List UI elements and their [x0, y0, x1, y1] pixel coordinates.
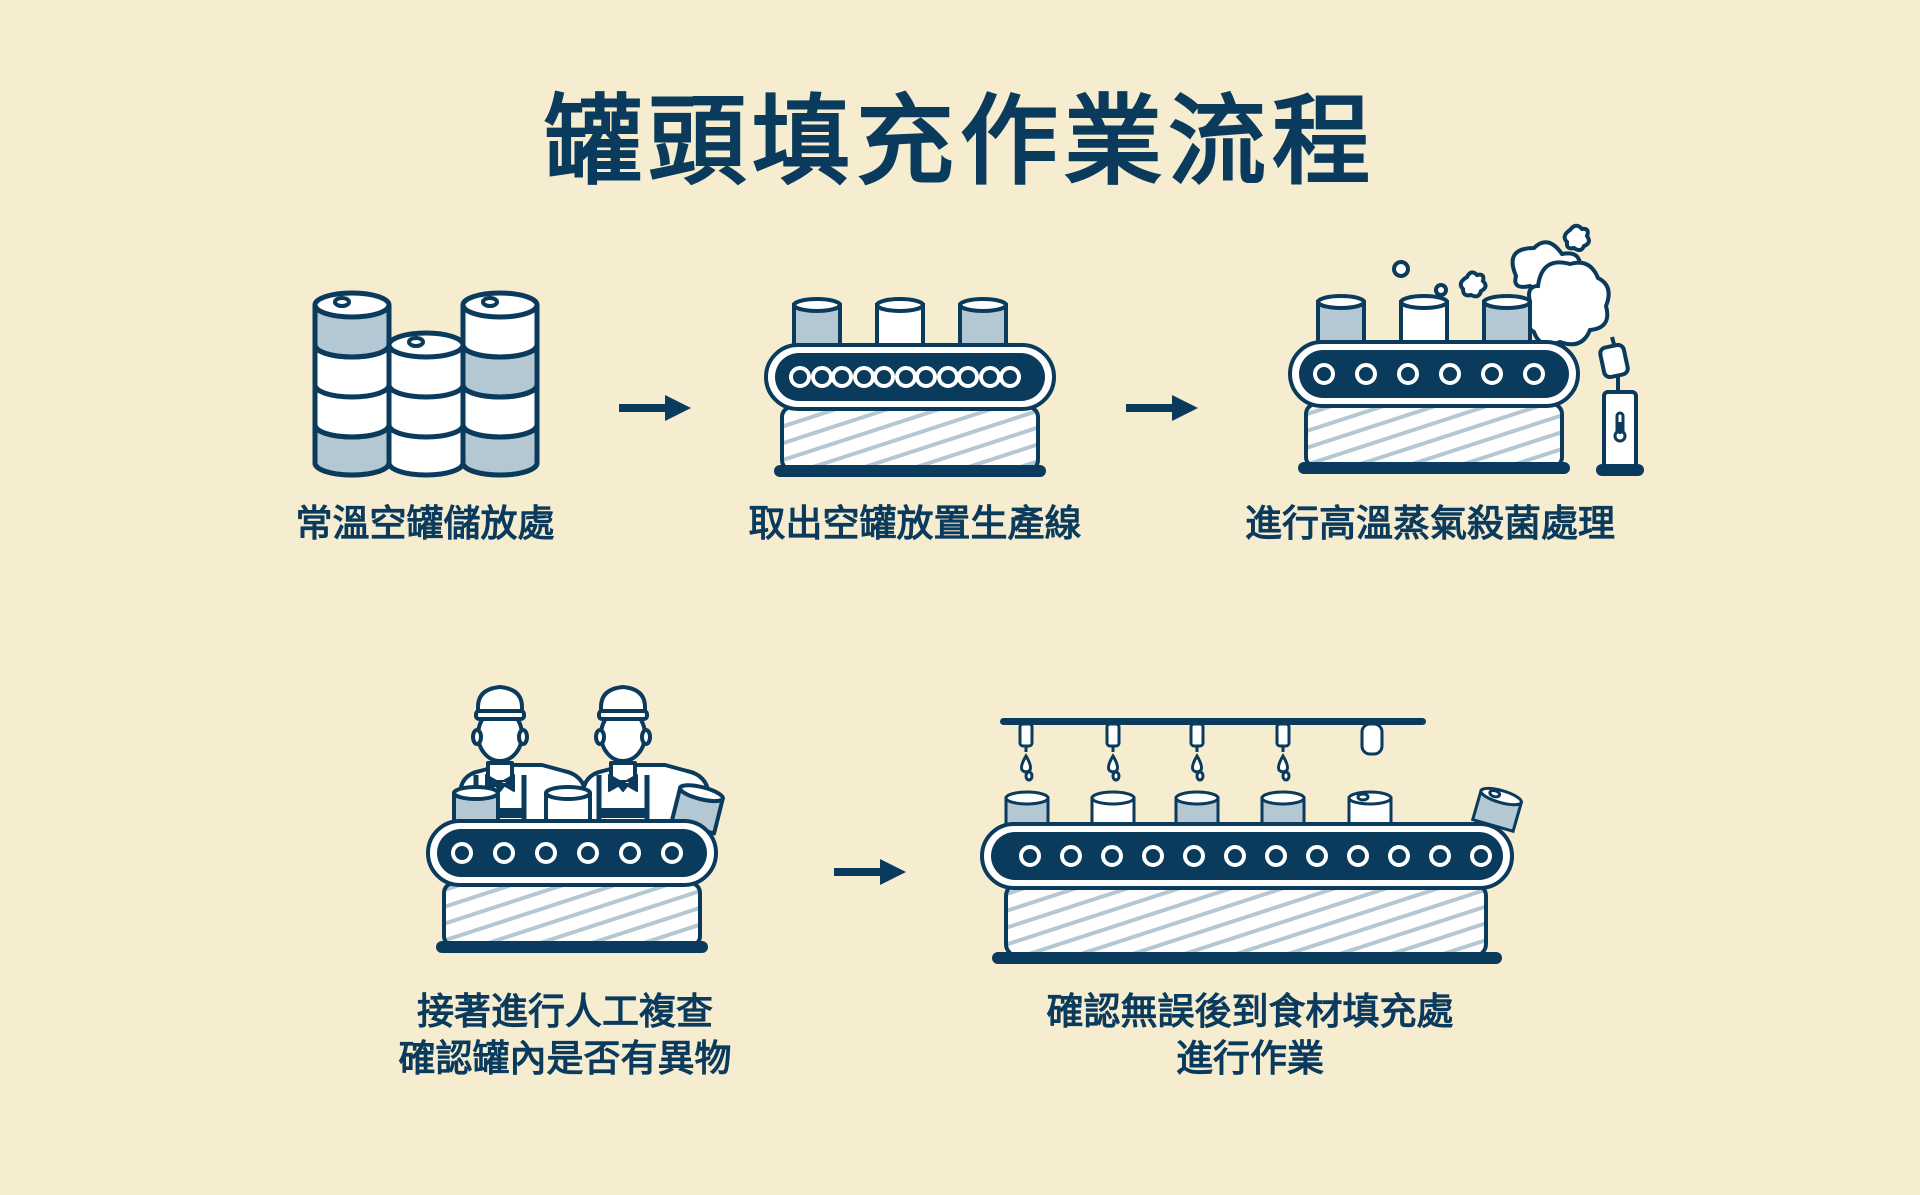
- can: [792, 297, 842, 349]
- can-middle: [386, 330, 466, 478]
- filling-line-icon: [980, 718, 1524, 964]
- can: [958, 297, 1008, 349]
- step-2-label: 取出空罐放置生產線: [748, 502, 1082, 545]
- can: [1316, 294, 1366, 346]
- can: [875, 297, 925, 349]
- steam-puff: [1458, 270, 1488, 299]
- arrow-right-icon: [834, 859, 906, 885]
- steam-puff: [1562, 223, 1591, 253]
- step-1-label: 常溫空罐儲放處: [295, 502, 555, 545]
- steam-bubble: [1434, 283, 1448, 297]
- filling-nozzle: [1018, 722, 1034, 782]
- rollers: [451, 842, 683, 864]
- stacked-cans-icon: [312, 290, 540, 478]
- arrow-right-icon: [1126, 395, 1198, 421]
- step-4-label: 接著進行人工複查 確認罐內是否有異物: [398, 990, 732, 1080]
- filling-nozzle: [1189, 722, 1205, 782]
- steam-bubble: [1392, 260, 1410, 278]
- arrow-right-icon: [619, 395, 691, 421]
- conveyor-belt-icon: [764, 297, 1056, 477]
- can: [1482, 294, 1532, 346]
- can-left: [312, 290, 392, 478]
- capper: [1360, 722, 1384, 756]
- step-3-label: 進行高溫蒸氣殺菌處理: [1245, 502, 1615, 545]
- can: [1399, 294, 1449, 346]
- workers-inspection-icon: [426, 685, 725, 953]
- step-5-label: 確認無誤後到食材填充處 進行作業: [1046, 990, 1454, 1080]
- steam-sterilizer-icon: [1288, 223, 1644, 476]
- filling-nozzle: [1275, 722, 1291, 782]
- nozzle: [1598, 342, 1630, 380]
- thermometer-icon: [1613, 411, 1627, 443]
- rollers: [1019, 845, 1492, 867]
- rollers: [1313, 363, 1545, 385]
- page-title: 罐頭填充作業流程: [543, 85, 1376, 199]
- filling-rail: [1000, 718, 1426, 725]
- sealed-can-tilted: [1470, 786, 1524, 834]
- filling-nozzle: [1105, 722, 1121, 782]
- can-right: [460, 290, 540, 478]
